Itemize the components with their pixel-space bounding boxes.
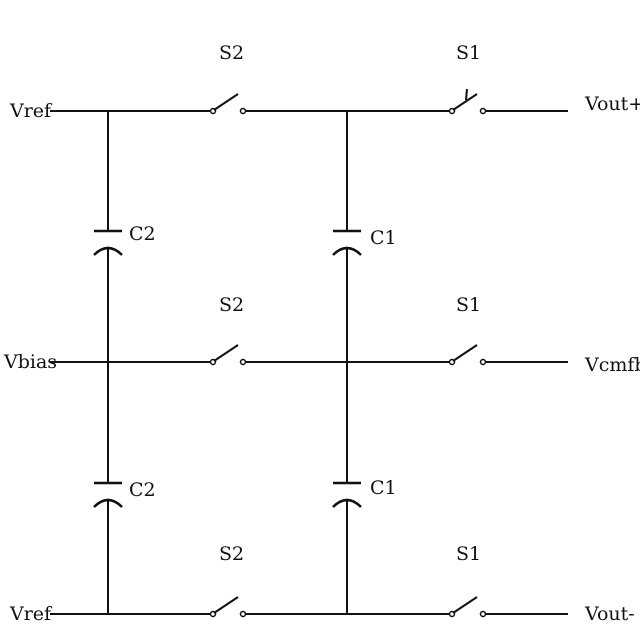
capacitor-c1-top[interactable] — [332, 229, 362, 256]
switch-s2-row2[interactable] — [209, 344, 247, 366]
label-s2-row3: S2 — [219, 543, 244, 565]
terminal-vout-plus: Vout+ — [584, 93, 640, 115]
label-s1-row2: S1 — [456, 294, 481, 316]
switch-s2-row3[interactable] — [209, 596, 247, 618]
label-c2-top: C2 — [129, 223, 156, 245]
label-s1-row3: S1 — [456, 543, 481, 565]
switch-s2-row1[interactable] — [209, 93, 247, 115]
capacitor-c1-bottom[interactable] — [332, 481, 362, 508]
terminal-vref-top: Vref — [9, 100, 53, 122]
label-c1-bottom: C1 — [370, 477, 397, 499]
capacitor-c2-top[interactable] — [93, 229, 123, 256]
label-c1-top: C1 — [370, 227, 397, 249]
switch-s1-row3[interactable] — [448, 596, 487, 618]
terminal-vbias: Vbias — [3, 351, 57, 373]
label-s1-row1: S1 — [456, 42, 481, 64]
terminal-vcmfb: Vcmfb — [584, 354, 640, 376]
switch-s1-row1[interactable] — [448, 88, 487, 115]
terminal-vout-minus: Vout- — [584, 603, 635, 625]
label-c2-bottom: C2 — [129, 479, 156, 501]
label-s2-row1: S2 — [219, 42, 244, 64]
switch-s1-row2[interactable] — [448, 344, 487, 366]
capacitor-c2-bottom[interactable] — [93, 481, 123, 508]
terminal-vref-bottom: Vref — [9, 603, 53, 625]
label-s2-row2: S2 — [219, 294, 244, 316]
